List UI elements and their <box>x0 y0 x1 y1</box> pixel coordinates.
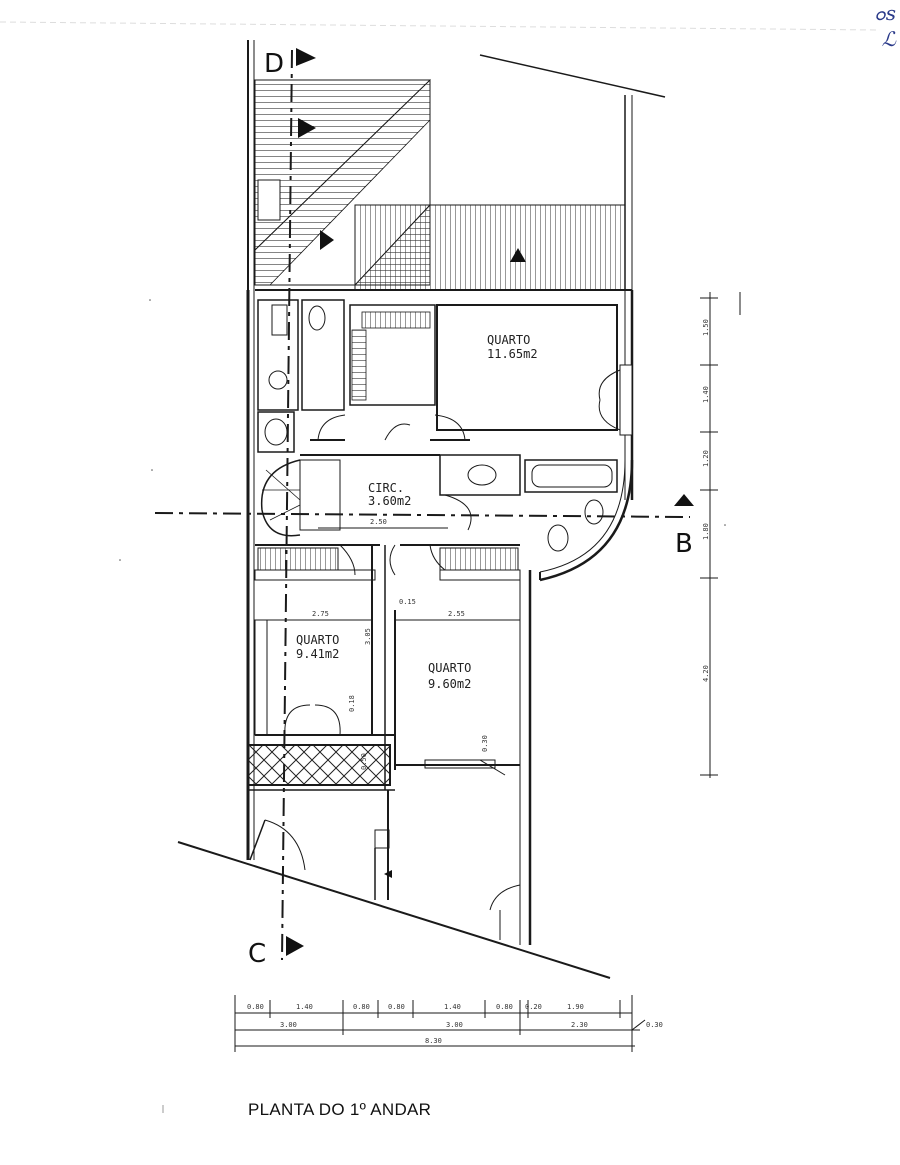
dim-q2-width: 2.75 <box>312 610 329 618</box>
dim-q3-width: 2.55 <box>448 610 465 618</box>
section-c-arrow <box>286 936 304 956</box>
section-lines <box>154 49 691 961</box>
side-dim-2: 1.40 <box>702 386 710 403</box>
side-dim-5: 4.20 <box>702 665 710 682</box>
bottom-dim-row2-3: 2.30 <box>571 1021 588 1029</box>
section-label-c: C <box>248 939 266 969</box>
signature-line-1: ߋs <box>874 1 896 25</box>
room-quarto-1-area: 11.65m2 <box>487 347 538 361</box>
bottom-dimension-line <box>234 995 646 1052</box>
bottom-dim-7: 0.20 <box>525 1003 542 1011</box>
bottom-dim-4: 0.80 <box>388 1003 405 1011</box>
dim-door-b: 0.50 <box>360 753 368 770</box>
section-b-arrow <box>674 494 694 506</box>
dim-wall: 0.15 <box>399 598 416 606</box>
room-quarto-3-area: 9.60m2 <box>428 677 471 691</box>
side-dimension-line <box>700 292 741 778</box>
dim-q2-depth: 3.05 <box>364 628 372 645</box>
bottom-dim-3: 0.80 <box>353 1003 370 1011</box>
bottom-dim-6: 0.80 <box>496 1003 513 1011</box>
room-quarto-2-area: 9.41m2 <box>296 647 339 661</box>
bottom-dim-1: 0.80 <box>247 1003 264 1011</box>
bottom-dim-row2-1: 3.00 <box>280 1021 297 1029</box>
side-dim-3: 1.20 <box>702 450 710 467</box>
bottom-dim-total: 8.30 <box>425 1037 442 1045</box>
drawing-title: PLANTA DO 1º ANDAR <box>248 1100 432 1119</box>
room-circ-name: CIRC. <box>368 481 404 495</box>
dim-corner: 0.30 <box>481 735 489 752</box>
bottom-dim-row2-4: 0.30 <box>646 1021 663 1029</box>
dim-door-a: 0.18 <box>348 695 356 712</box>
signature-line-2: ℒ <box>881 27 896 51</box>
section-label-d: D <box>264 49 284 79</box>
bottom-dim-row2-2: 3.00 <box>446 1021 463 1029</box>
section-label-b: B <box>675 529 693 559</box>
side-dim-4: 1.80 <box>702 523 710 540</box>
floor-walls <box>177 290 634 979</box>
dim-circ-width: 2.50 <box>370 518 387 526</box>
roof-terrace <box>247 40 666 860</box>
bottom-dim-8: 1.90 <box>567 1003 584 1011</box>
handwritten-signature: ߋs ℒ <box>874 0 896 52</box>
bottom-dim-5: 1.40 <box>444 1003 461 1011</box>
bottom-dim-2: 1.40 <box>296 1003 313 1011</box>
room-quarto-3-name: QUARTO <box>428 661 471 675</box>
side-dim-1: 1.50 <box>702 319 710 336</box>
section-d-arrow <box>296 48 316 66</box>
room-circ-area: 3.60m2 <box>368 494 411 508</box>
room-quarto-1-name: QUARTO <box>487 333 530 347</box>
room-quarto-2-name: QUARTO <box>296 633 339 647</box>
